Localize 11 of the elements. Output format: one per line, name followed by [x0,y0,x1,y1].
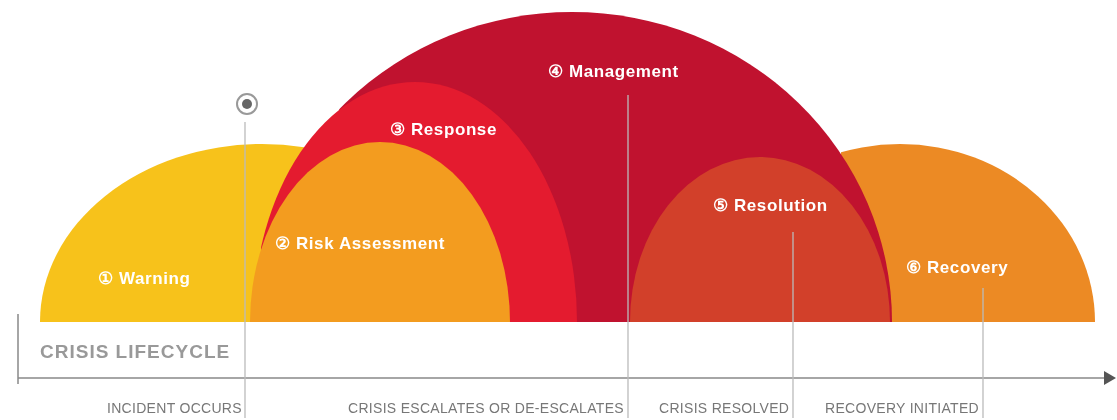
timeline-label: RECOVERY INITIATED [825,400,979,416]
timeline-label: INCIDENT OCCURS [107,400,242,416]
phase-label: ④ Management [548,61,679,82]
phase-label: ① Warning [98,268,191,289]
phase-label: ② Risk Assessment [275,233,446,254]
axis-title: CRISIS LIFECYCLE [40,341,231,363]
phase-label: ⑤ Resolution [713,195,828,216]
timeline-label: CRISIS ESCALATES OR DE-ESCALATES [348,400,624,416]
phase-label: ⑥ Recovery [906,257,1009,278]
timeline-label: CRISIS RESOLVED [659,400,790,416]
phase-label: ③ Response [390,119,497,140]
